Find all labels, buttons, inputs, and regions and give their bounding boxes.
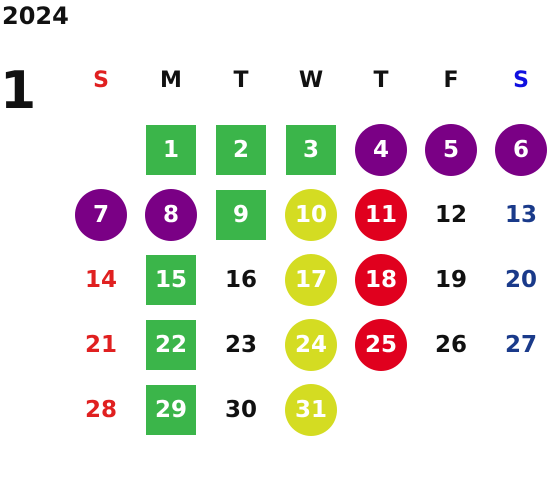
weekday-header: M (160, 67, 182, 93)
day-square-marker: 2 (216, 125, 266, 175)
day-circle-marker: 10 (285, 189, 337, 241)
year-label: 2024 (2, 2, 69, 30)
day-number: 26 (434, 332, 467, 358)
day-square-marker: 22 (146, 320, 196, 370)
day-number: 30 (224, 397, 257, 423)
day-number: 21 (84, 332, 117, 358)
day-circle-marker: 18 (355, 254, 407, 306)
day-square-marker: 15 (146, 255, 196, 305)
day-circle-marker: 17 (285, 254, 337, 306)
weekday-header: S (513, 67, 529, 93)
day-square-marker: 29 (146, 385, 196, 435)
day-circle-marker: 25 (355, 319, 407, 371)
day-square-marker: 1 (146, 125, 196, 175)
weekday-header: S (93, 67, 109, 93)
day-circle-marker: 24 (285, 319, 337, 371)
weekday-header: F (443, 67, 459, 93)
day-number: 28 (84, 397, 117, 423)
day-circle-marker: 5 (425, 124, 477, 176)
day-number: 27 (504, 332, 537, 358)
day-number: 16 (224, 267, 257, 293)
day-number: 13 (504, 202, 537, 228)
day-number: 14 (84, 267, 117, 293)
day-circle-marker: 4 (355, 124, 407, 176)
day-circle-marker: 7 (75, 189, 127, 241)
day-circle-marker: 11 (355, 189, 407, 241)
day-number: 19 (434, 267, 467, 293)
day-circle-marker: 8 (145, 189, 197, 241)
month-number: 1 (0, 61, 37, 121)
day-square-marker: 3 (286, 125, 336, 175)
weekday-header: T (373, 67, 389, 93)
day-circle-marker: 6 (495, 124, 547, 176)
weekday-header: T (233, 67, 249, 93)
day-number: 20 (504, 267, 537, 293)
day-number: 12 (434, 202, 467, 228)
day-circle-marker: 31 (285, 384, 337, 436)
day-square-marker: 9 (216, 190, 266, 240)
weekday-header: W (298, 67, 324, 93)
day-number: 23 (224, 332, 257, 358)
